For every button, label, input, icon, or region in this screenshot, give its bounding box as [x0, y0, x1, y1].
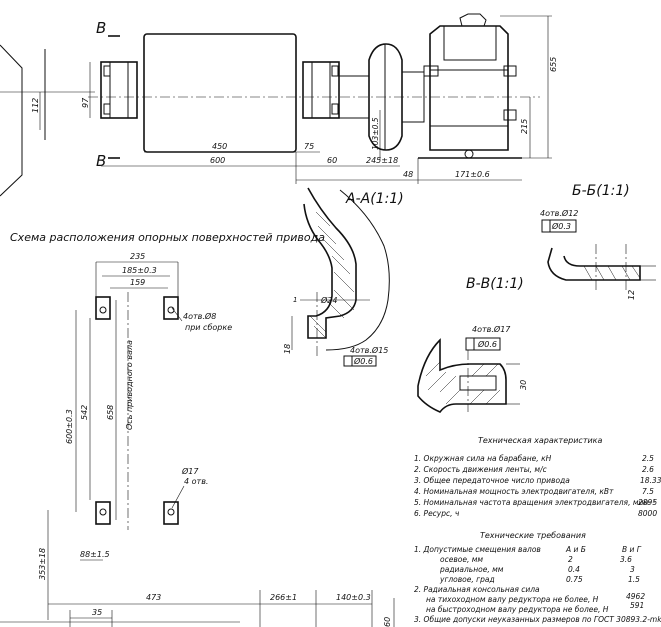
- req-row-3-vg: 1.5: [628, 575, 640, 584]
- req-row-2-ab: 0.4: [568, 565, 580, 574]
- aa-tolerance: Ø0.6: [353, 356, 373, 366]
- dim-655: 655: [549, 57, 558, 72]
- section-a-a: А-А(1:1) 1 Ø24 18 4отв.Ø15 Ø0.6: [283, 187, 404, 367]
- bb-holes: 4отв.Ø12: [540, 208, 578, 218]
- scheme-holes-bot-count: 4 отв.: [184, 477, 208, 486]
- spec-row-5-label: 5. Номинальная частота вращения электрод…: [414, 498, 655, 507]
- dim-600: 600: [210, 156, 225, 165]
- req-item-3: 3. Общие допуски неуказанных размеров по…: [414, 615, 661, 624]
- technical-requirements: Технические требования 1. Допустимые сме…: [414, 531, 661, 624]
- dim-171: 171±0.6: [455, 170, 490, 179]
- section-b-b-label: Б-Б(1:1): [572, 183, 630, 199]
- scheme-dim-159: 159: [130, 278, 145, 287]
- drum: [143, 33, 297, 153]
- technical-specs: Техническая характеристика 1. Окружная с…: [414, 436, 661, 518]
- spec-row-1-value: 2.5: [642, 454, 654, 463]
- aa-holes: 4отв.Ø15: [350, 345, 388, 355]
- req-item-2: 2. Радиальная консольная сила: [414, 585, 540, 594]
- dim-450: 450: [212, 142, 227, 151]
- spec-row-3-value: 18.33: [640, 476, 661, 485]
- scheme-dim-473: 473: [146, 593, 161, 602]
- dim-97: 97: [81, 97, 90, 108]
- req-row-2-label: радиальное, мм: [439, 565, 504, 574]
- req-row-3-label: угловое, град: [439, 575, 495, 584]
- scheme-dim-353: 353±18: [38, 548, 47, 580]
- req-row-3-ab: 0.75: [566, 575, 583, 584]
- section-v-v: В-В(1:1) 4отв.Ø17 Ø0.6 30: [417, 276, 528, 413]
- scheme-dim-235: 235: [130, 252, 145, 261]
- scheme-title: Схема расположения опорных поверхностей …: [10, 231, 325, 244]
- aa-dim-18: 18: [283, 344, 292, 354]
- req-row-2-vg: 3: [630, 565, 635, 574]
- scheme-dim-542: 542: [80, 405, 89, 420]
- scheme-axis-note: Ось приводного вала: [125, 340, 134, 430]
- scheme-dim-60: 60: [383, 617, 392, 627]
- section-v-v-label: В-В(1:1): [466, 276, 524, 292]
- assembly-view: В В 655 215 97 112 103±0.5 450 75 600 60…: [0, 13, 558, 197]
- vv-tolerance: Ø0.6: [477, 339, 497, 349]
- aa-dim-1: 1: [293, 296, 297, 304]
- pad-bottom-left: [95, 501, 111, 525]
- support-scheme: Схема расположения опорных поверхностей …: [0, 231, 395, 627]
- req-col-ab: А и Б: [565, 545, 586, 554]
- spec-row-3-label: 3. Общее передаточное число привода: [414, 476, 570, 485]
- req-row-1-ab: 2: [568, 555, 573, 564]
- scheme-dim-185: 185±0.3: [122, 266, 157, 275]
- coupling: [368, 43, 403, 151]
- scheme-dim-35: 35: [92, 608, 102, 617]
- section-a-a-label: А-А(1:1): [345, 191, 404, 207]
- spec-row-2-value: 2.6: [642, 465, 654, 474]
- pad-bottom-right: [163, 501, 179, 525]
- spec-row-4-label: 4. Номинальная мощность электродвигателя…: [414, 487, 614, 496]
- dim-245: 245±18: [366, 156, 398, 165]
- gearbox: [429, 25, 509, 151]
- req-item-1: 1. Допустимые смещения валов: [414, 545, 541, 554]
- dim-112: 112: [31, 98, 40, 113]
- dim-75: 75: [304, 142, 314, 151]
- spec-row-1-label: 1. Окружная сила на барабане, кН: [414, 454, 552, 463]
- left-partial-view: [0, 44, 23, 197]
- req-item-2-row-1-value: 4962: [626, 592, 645, 601]
- scheme-dim-600: 600±0.3: [65, 409, 74, 444]
- req-col-vg: В и Г: [622, 545, 642, 554]
- dim-103: 103±0.5: [371, 117, 380, 150]
- aa-dim-24: Ø24: [320, 295, 337, 305]
- pad-top-left: [95, 296, 111, 320]
- bb-tolerance: Ø0.3: [551, 221, 571, 231]
- section-mark-v-top: В: [96, 19, 106, 37]
- requirements-title: Технические требования: [480, 531, 586, 540]
- spec-row-6-value: 8000: [638, 509, 657, 518]
- spec-row-2-label: 2. Скорость движения ленты, м/с: [414, 465, 548, 474]
- dim-215: 215: [520, 119, 529, 134]
- scheme-dim-140: 140±0.3: [336, 593, 371, 602]
- req-row-1-vg: 3.6: [620, 555, 632, 564]
- scheme-holes-top: 4отв.Ø8: [183, 311, 216, 321]
- scheme-dim-658: 658: [106, 405, 115, 420]
- req-row-1-label: осевое, мм: [440, 555, 483, 564]
- section-mark-v-bottom: В: [96, 152, 106, 170]
- scheme-holes-bot: Ø17: [181, 466, 199, 476]
- right-bearing: [302, 61, 340, 119]
- left-bearing: [100, 61, 138, 119]
- scheme-dim-266: 266±1: [270, 593, 297, 602]
- req-item-2-row-1-label: на тихоходном валу редуктора не более, Н: [426, 595, 599, 604]
- spec-row-6-label: 6. Ресурс, ч: [414, 509, 460, 518]
- dim-60: 60: [327, 156, 337, 165]
- section-b-b: Б-Б(1:1) 4отв.Ø12 Ø0.3 12: [540, 183, 656, 300]
- req-item-2-row-2-value: 591: [630, 601, 644, 610]
- specs-title: Техническая характеристика: [478, 436, 603, 445]
- vv-dim-30: 30: [519, 380, 528, 390]
- bb-dim-12: 12: [627, 290, 636, 300]
- req-item-2-row-2-label: на быстроходном валу редуктора не более,…: [426, 605, 609, 614]
- scheme-holes-top-note: при сборке: [185, 323, 232, 332]
- spec-row-4-value: 7.5: [642, 487, 654, 496]
- scheme-dim-88: 88±1.5: [80, 550, 110, 559]
- dim-48: 48: [403, 170, 413, 179]
- pad-top-right: [163, 296, 179, 320]
- spec-row-5-value: 2895: [638, 498, 657, 507]
- vv-holes: 4отв.Ø17: [472, 324, 511, 334]
